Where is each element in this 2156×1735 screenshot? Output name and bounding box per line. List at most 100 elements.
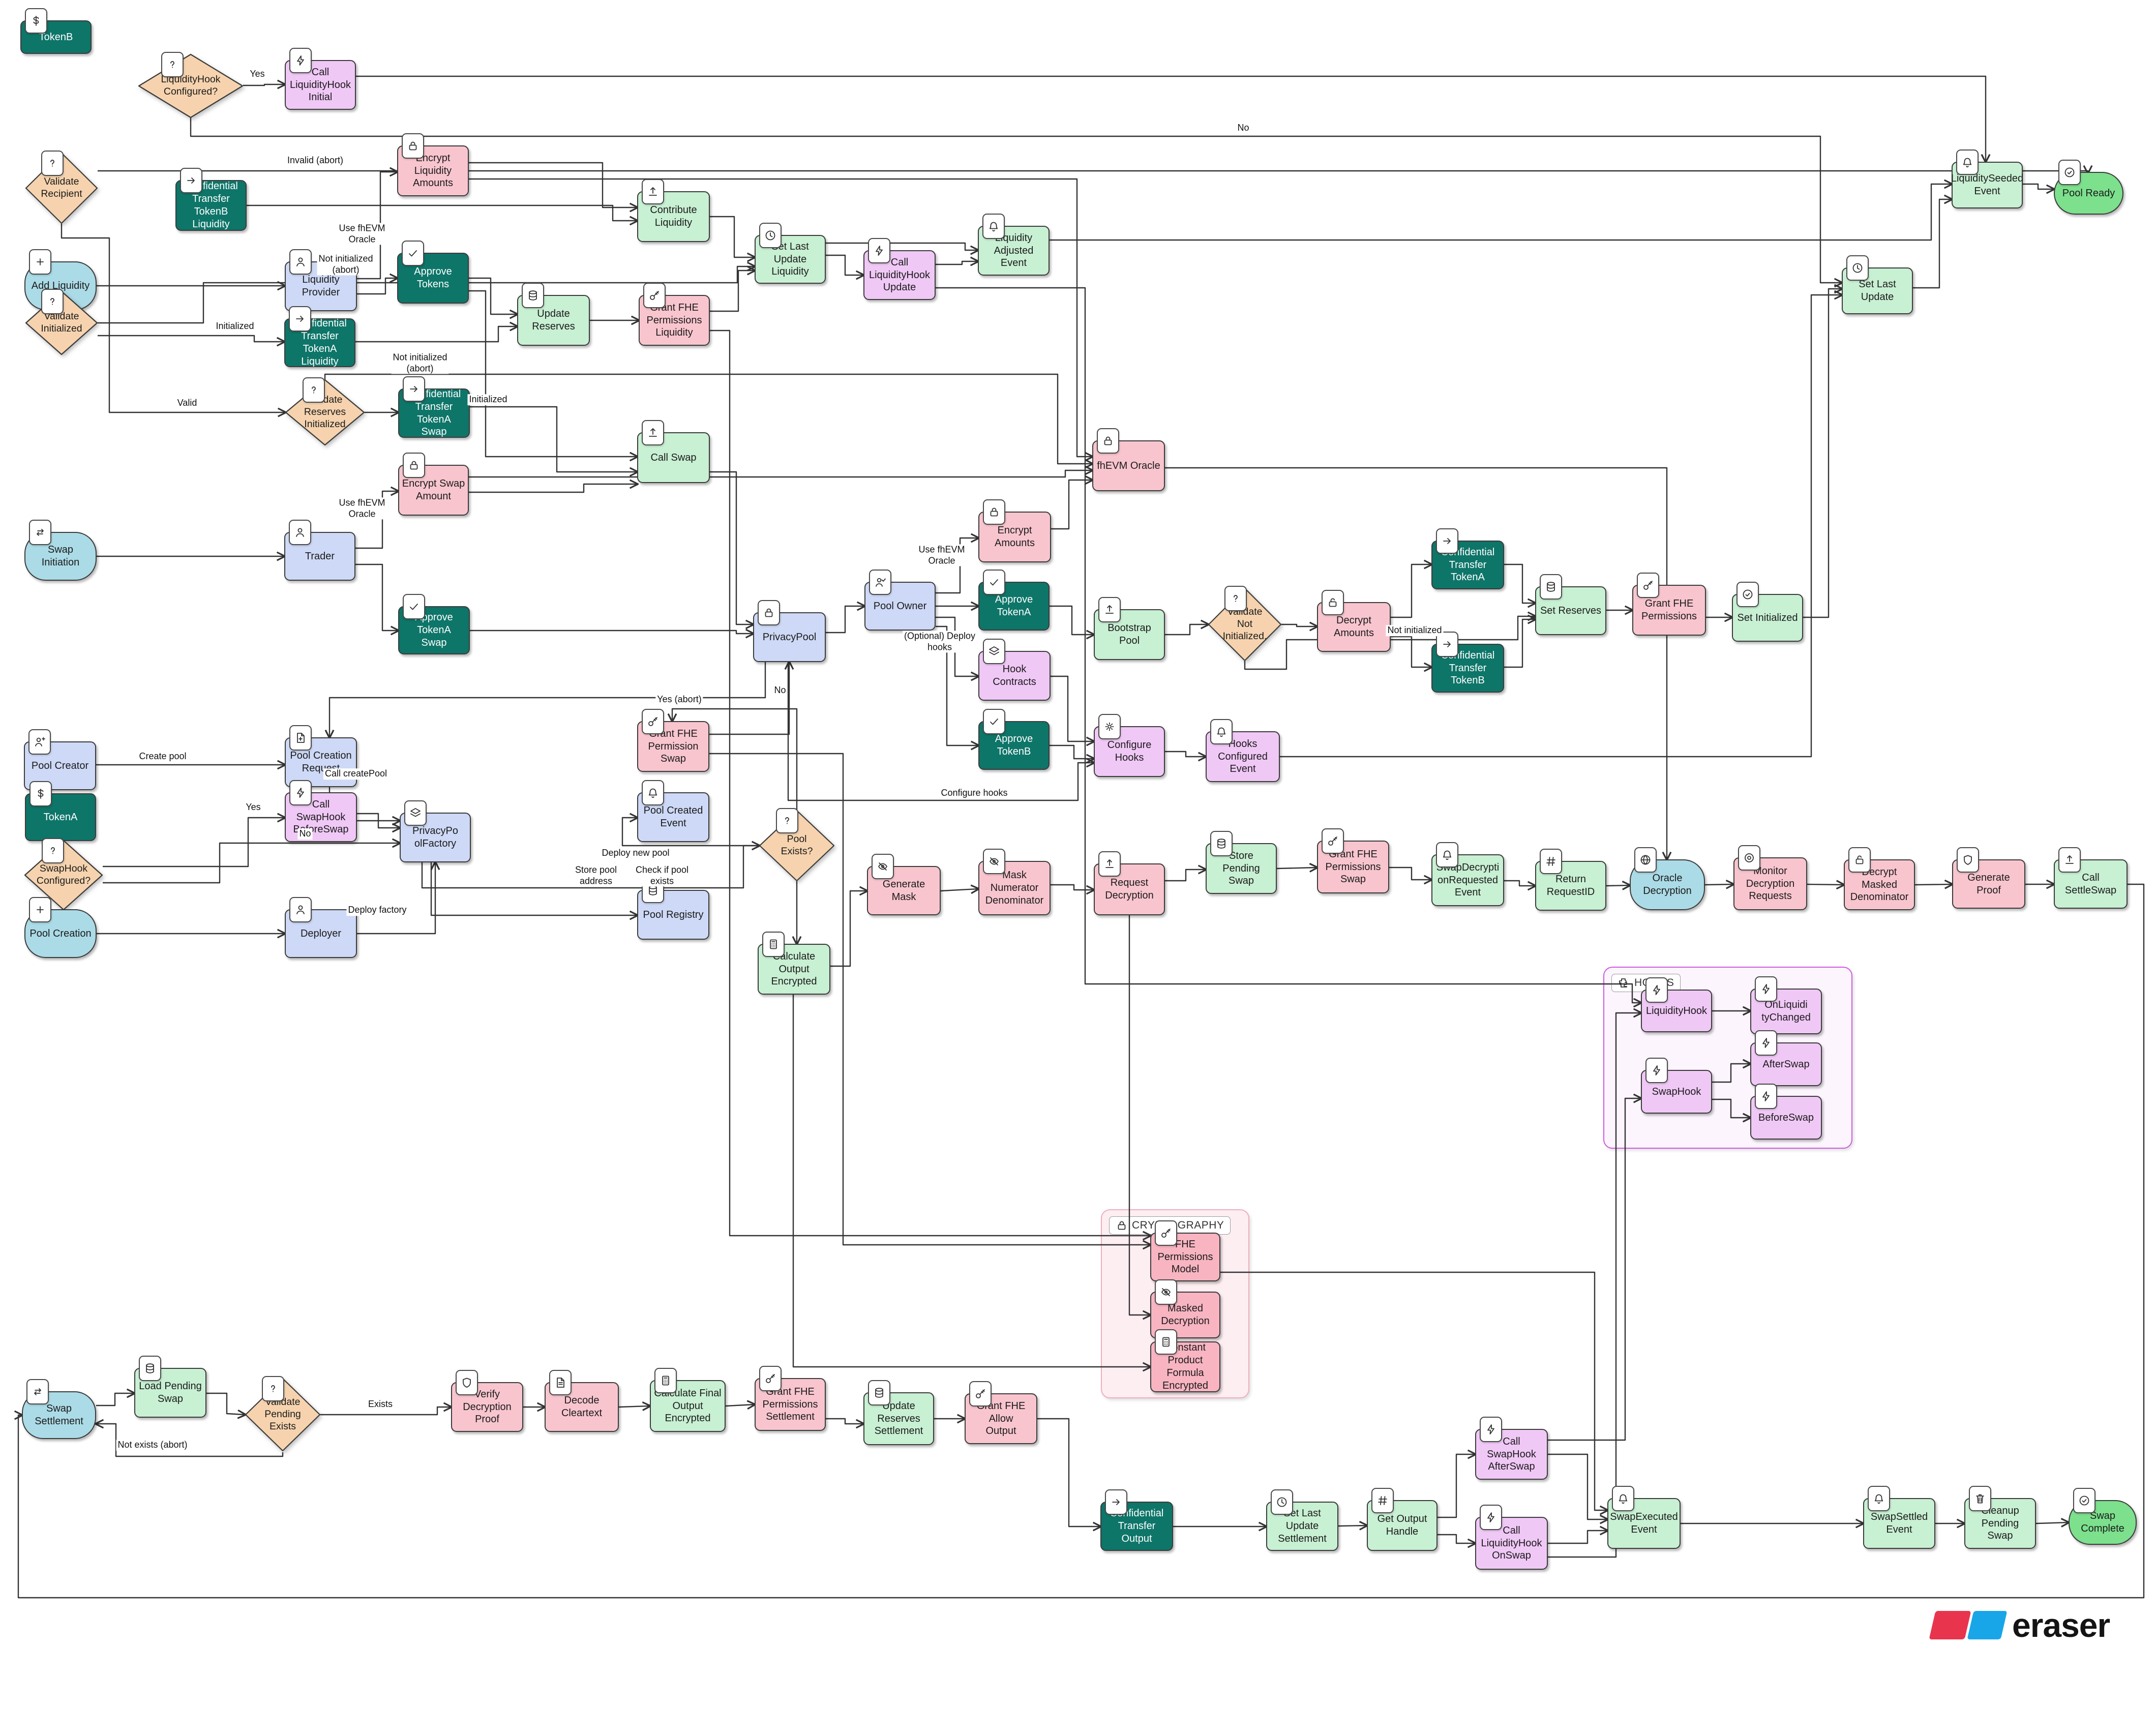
calculator-badge xyxy=(1155,1329,1177,1355)
approve-tokena[interactable]: Approve TokenA xyxy=(978,570,1050,631)
edge-75 xyxy=(206,1392,245,1415)
call-settleswap[interactable]: Call SettleSwap xyxy=(2054,847,2128,909)
pool-ready[interactable]: Pool Ready xyxy=(2054,160,2123,215)
generate-mask[interactable]: Generate Mask xyxy=(867,854,941,915)
token-a[interactable]: TokenA xyxy=(25,781,96,841)
update-reserves[interactable]: Update Reserves xyxy=(517,283,590,346)
beforeswap[interactable]: BeforeSwap xyxy=(1750,1084,1822,1140)
set-last-update[interactable]: Set Last Update xyxy=(1842,255,1913,314)
afterswap[interactable]: AfterSwap xyxy=(1750,1030,1822,1086)
token-b[interactable]: TokenB xyxy=(20,8,92,54)
configure-hooks[interactable]: Configure Hooks xyxy=(1094,714,1165,777)
bootstrap-pool[interactable]: Bootstrap Pool xyxy=(1094,597,1165,660)
encrypt-amounts[interactable]: Encrypt Amounts xyxy=(978,499,1051,562)
pool-creation[interactable]: Pool Creation xyxy=(24,897,97,958)
call-swap[interactable]: Call Swap xyxy=(637,420,710,483)
swaphook[interactable]: SwapHook xyxy=(1641,1058,1712,1114)
edge-20 xyxy=(826,242,978,250)
approve-tokens[interactable]: Approve Tokens xyxy=(397,241,469,304)
plus-badge xyxy=(29,249,51,275)
generate-proof[interactable]: Generate Proof xyxy=(1952,847,2025,909)
trader[interactable]: Trader xyxy=(284,520,355,581)
swap-initiation[interactable]: Swap Initiation xyxy=(24,520,97,581)
pool-owner[interactable]: Pool Owner xyxy=(864,570,936,631)
set-reserves[interactable]: Set Reserves xyxy=(1535,574,1606,635)
hook-contracts[interactable]: Hook Contracts xyxy=(978,639,1051,701)
edge-43 xyxy=(1050,744,1094,759)
swap-settlement[interactable]: Swap Settlement xyxy=(22,1379,96,1439)
deployer[interactable]: Deployer xyxy=(285,897,357,958)
privacy-pool[interactable]: PrivacyPool xyxy=(753,600,826,662)
decrypt-amounts[interactable]: Decrypt Amounts xyxy=(1317,590,1391,652)
bell-badge xyxy=(982,214,1005,239)
swap-complete[interactable]: Swap Complete xyxy=(2069,1488,2137,1545)
liquidityhook[interactable]: LiquidityHook xyxy=(1641,977,1712,1032)
decode-cleartext[interactable]: Decode Cleartext xyxy=(545,1370,619,1432)
set-initialized[interactable]: Set Initialized xyxy=(1732,582,1803,642)
approve-tokenb[interactable]: Approve TokenB xyxy=(978,709,1050,770)
fhevm-oracle[interactable]: fhEVM Oracle xyxy=(1092,428,1165,491)
pool-registry[interactable]: Pool Registry xyxy=(637,878,709,940)
